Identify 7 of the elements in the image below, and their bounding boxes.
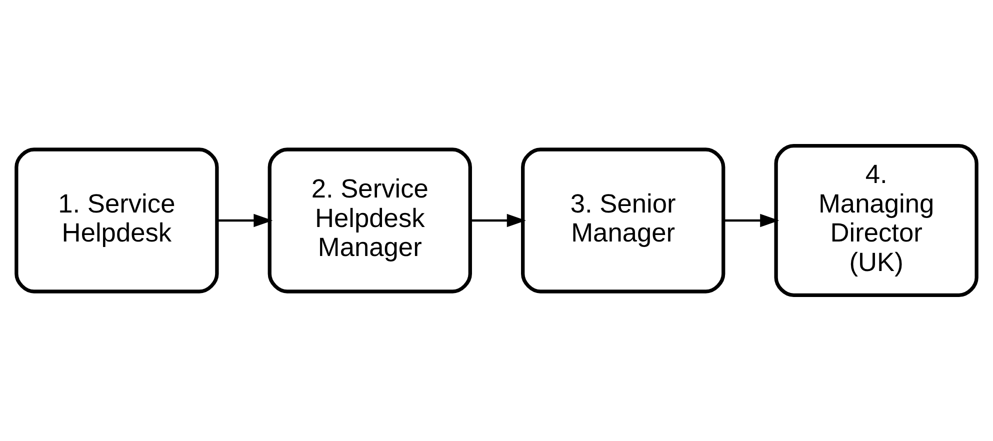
node-box: 3. Senior Manager [521,148,726,294]
arrow [470,214,526,228]
node-box: 4. Managing Director (UK) [774,144,978,297]
node-box: 2. Service Helpdesk Manager [268,148,472,294]
arrow [217,214,273,228]
arrow [723,214,780,228]
node-box: 1. Service Helpdesk [14,148,219,294]
